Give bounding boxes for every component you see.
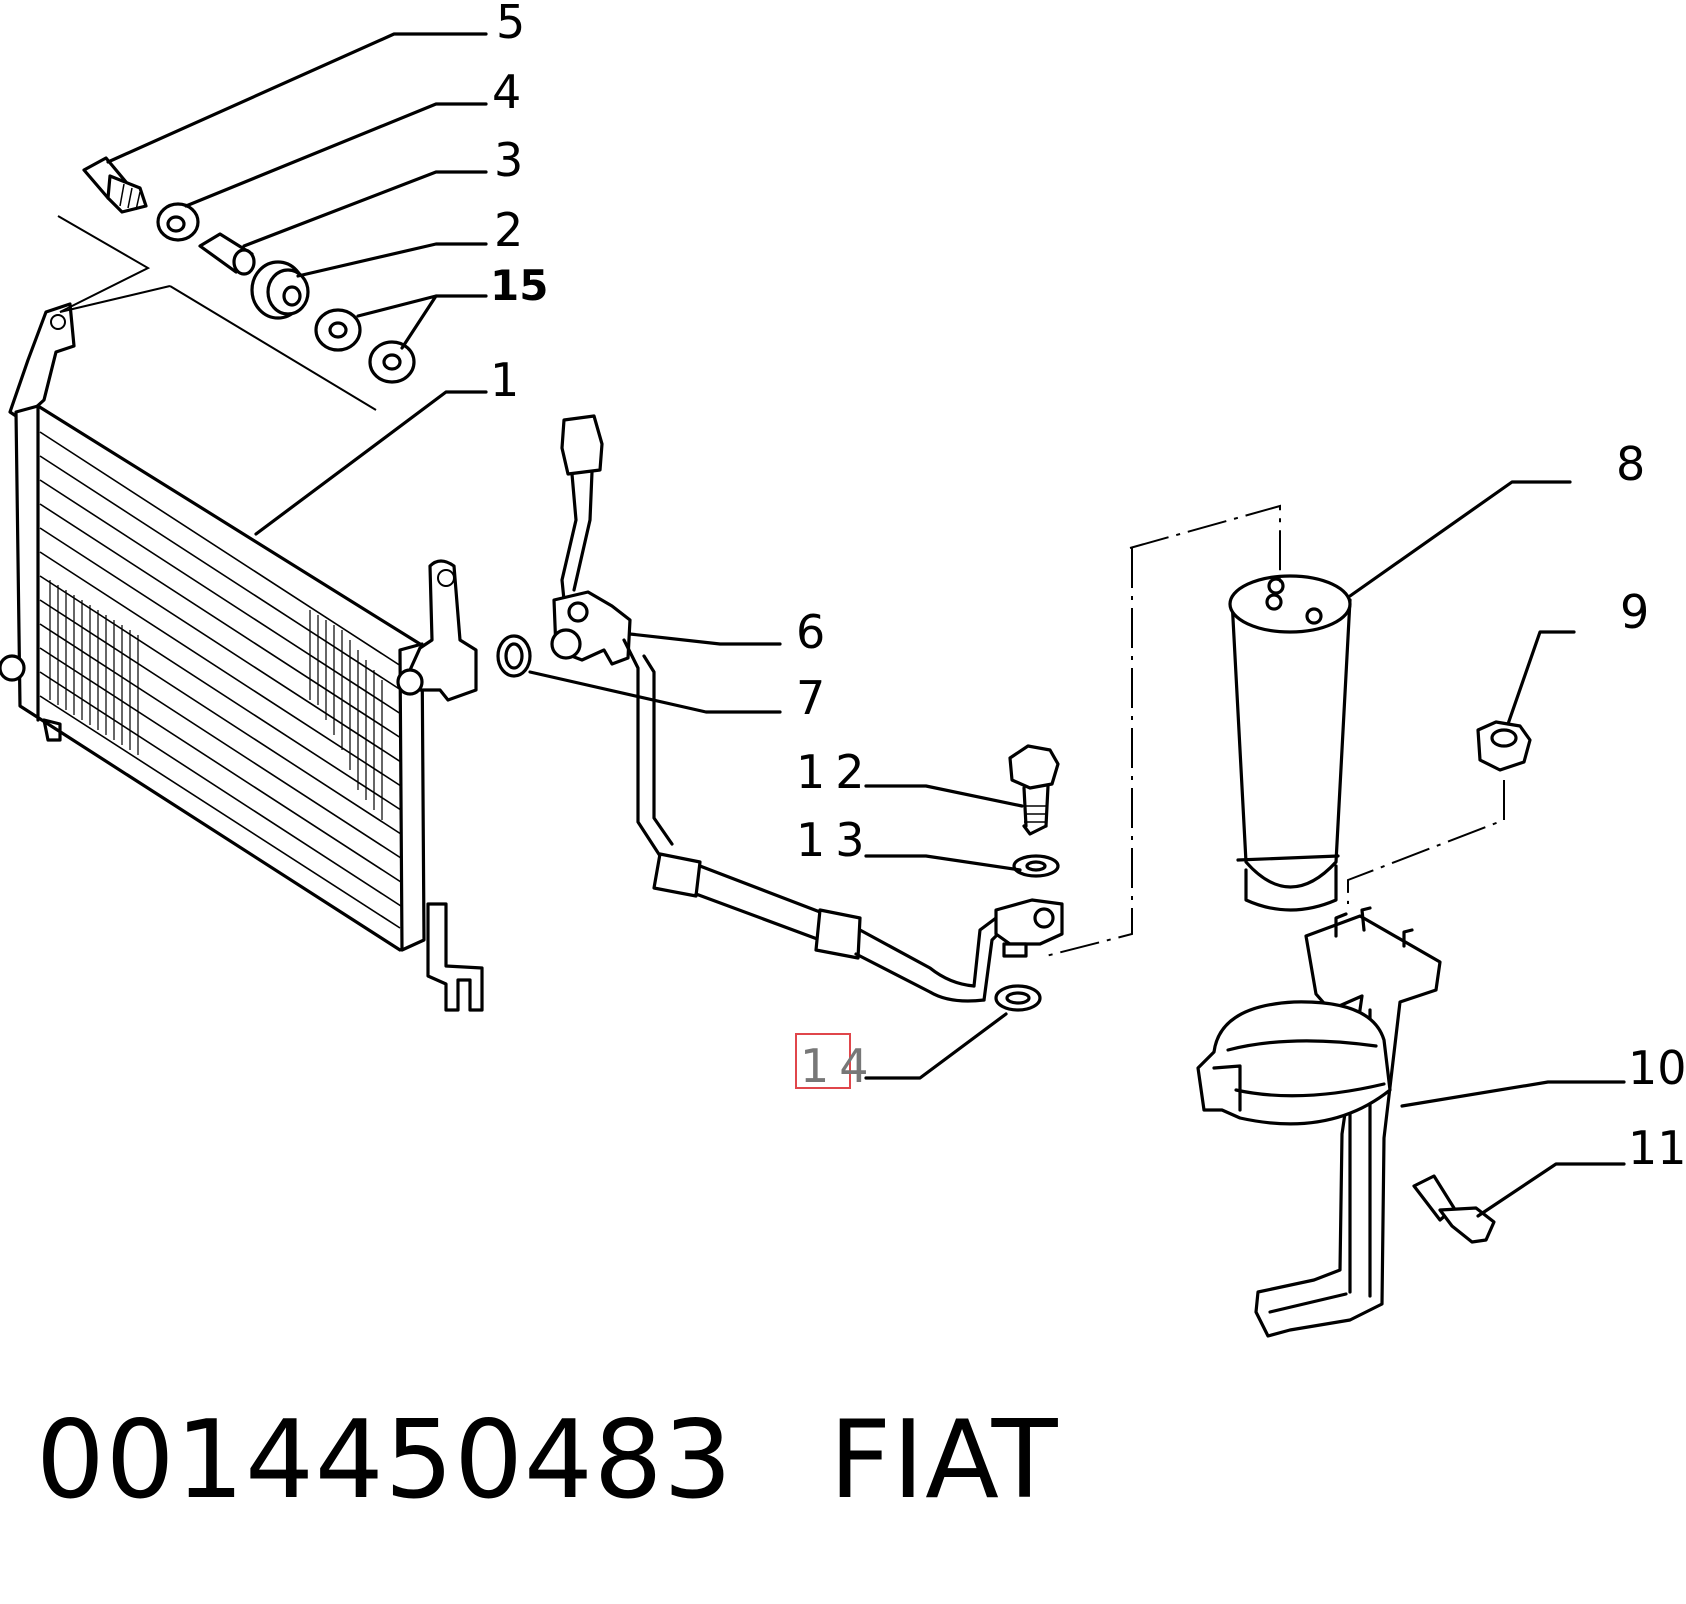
callout-14-highlight (795, 1033, 851, 1089)
callout-4: 4 (492, 65, 521, 119)
callout-12: 12 (796, 745, 875, 799)
callout-15: 15 (490, 261, 548, 310)
mount-parts (57, 156, 416, 411)
brand-name: FIAT (829, 1398, 1059, 1523)
callout-2: 2 (494, 203, 523, 257)
part-number: 0014450483 (36, 1398, 734, 1523)
nut-9 (1476, 720, 1532, 772)
ac-pipe (550, 414, 1064, 1003)
callout-5: 5 (496, 0, 525, 49)
callout-8: 8 (1616, 437, 1645, 491)
callout-11: 11 (1628, 1121, 1686, 1175)
bolt-12 (1008, 744, 1060, 836)
callout-14: 14 (800, 1039, 879, 1093)
bolt-11 (1412, 1174, 1496, 1244)
callout-13: 13 (796, 813, 875, 867)
receiver-drier (1228, 574, 1352, 912)
callout-3: 3 (494, 133, 523, 187)
part-caption: 0014450483 FIAT (36, 1398, 1059, 1523)
callout-6: 6 (796, 605, 825, 659)
callout-7: 7 (796, 671, 825, 725)
callout-10: 10 (1628, 1041, 1686, 1095)
callout-9: 9 (1620, 585, 1649, 639)
callout-1: 1 (490, 353, 519, 407)
condenser (0, 302, 484, 1012)
drier-bracket (1196, 906, 1442, 1338)
leader-lines (106, 32, 1626, 1218)
